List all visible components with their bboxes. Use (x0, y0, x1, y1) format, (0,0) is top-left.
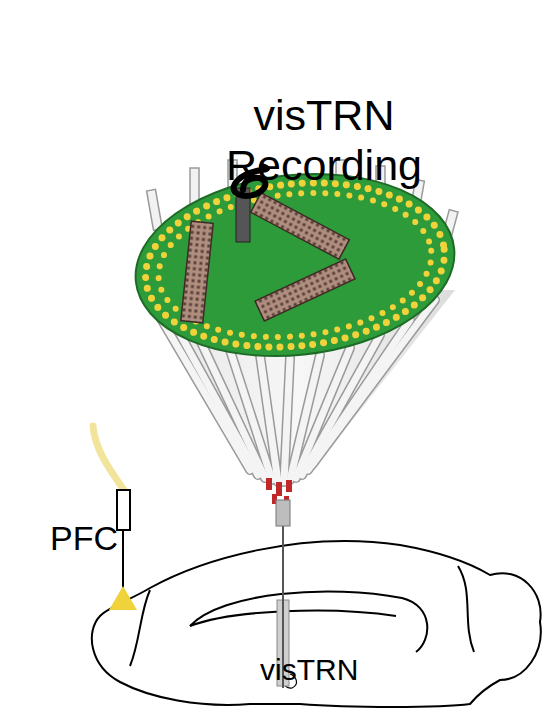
brain-outline (92, 541, 541, 707)
connector-headers (181, 193, 355, 323)
electrode-interface-board (126, 159, 463, 371)
recording-title: visTRN Recording (212, 90, 436, 190)
optic-fiber (93, 426, 137, 610)
region-label: PFC (50, 518, 150, 558)
region-label: visTRN (260, 652, 400, 688)
